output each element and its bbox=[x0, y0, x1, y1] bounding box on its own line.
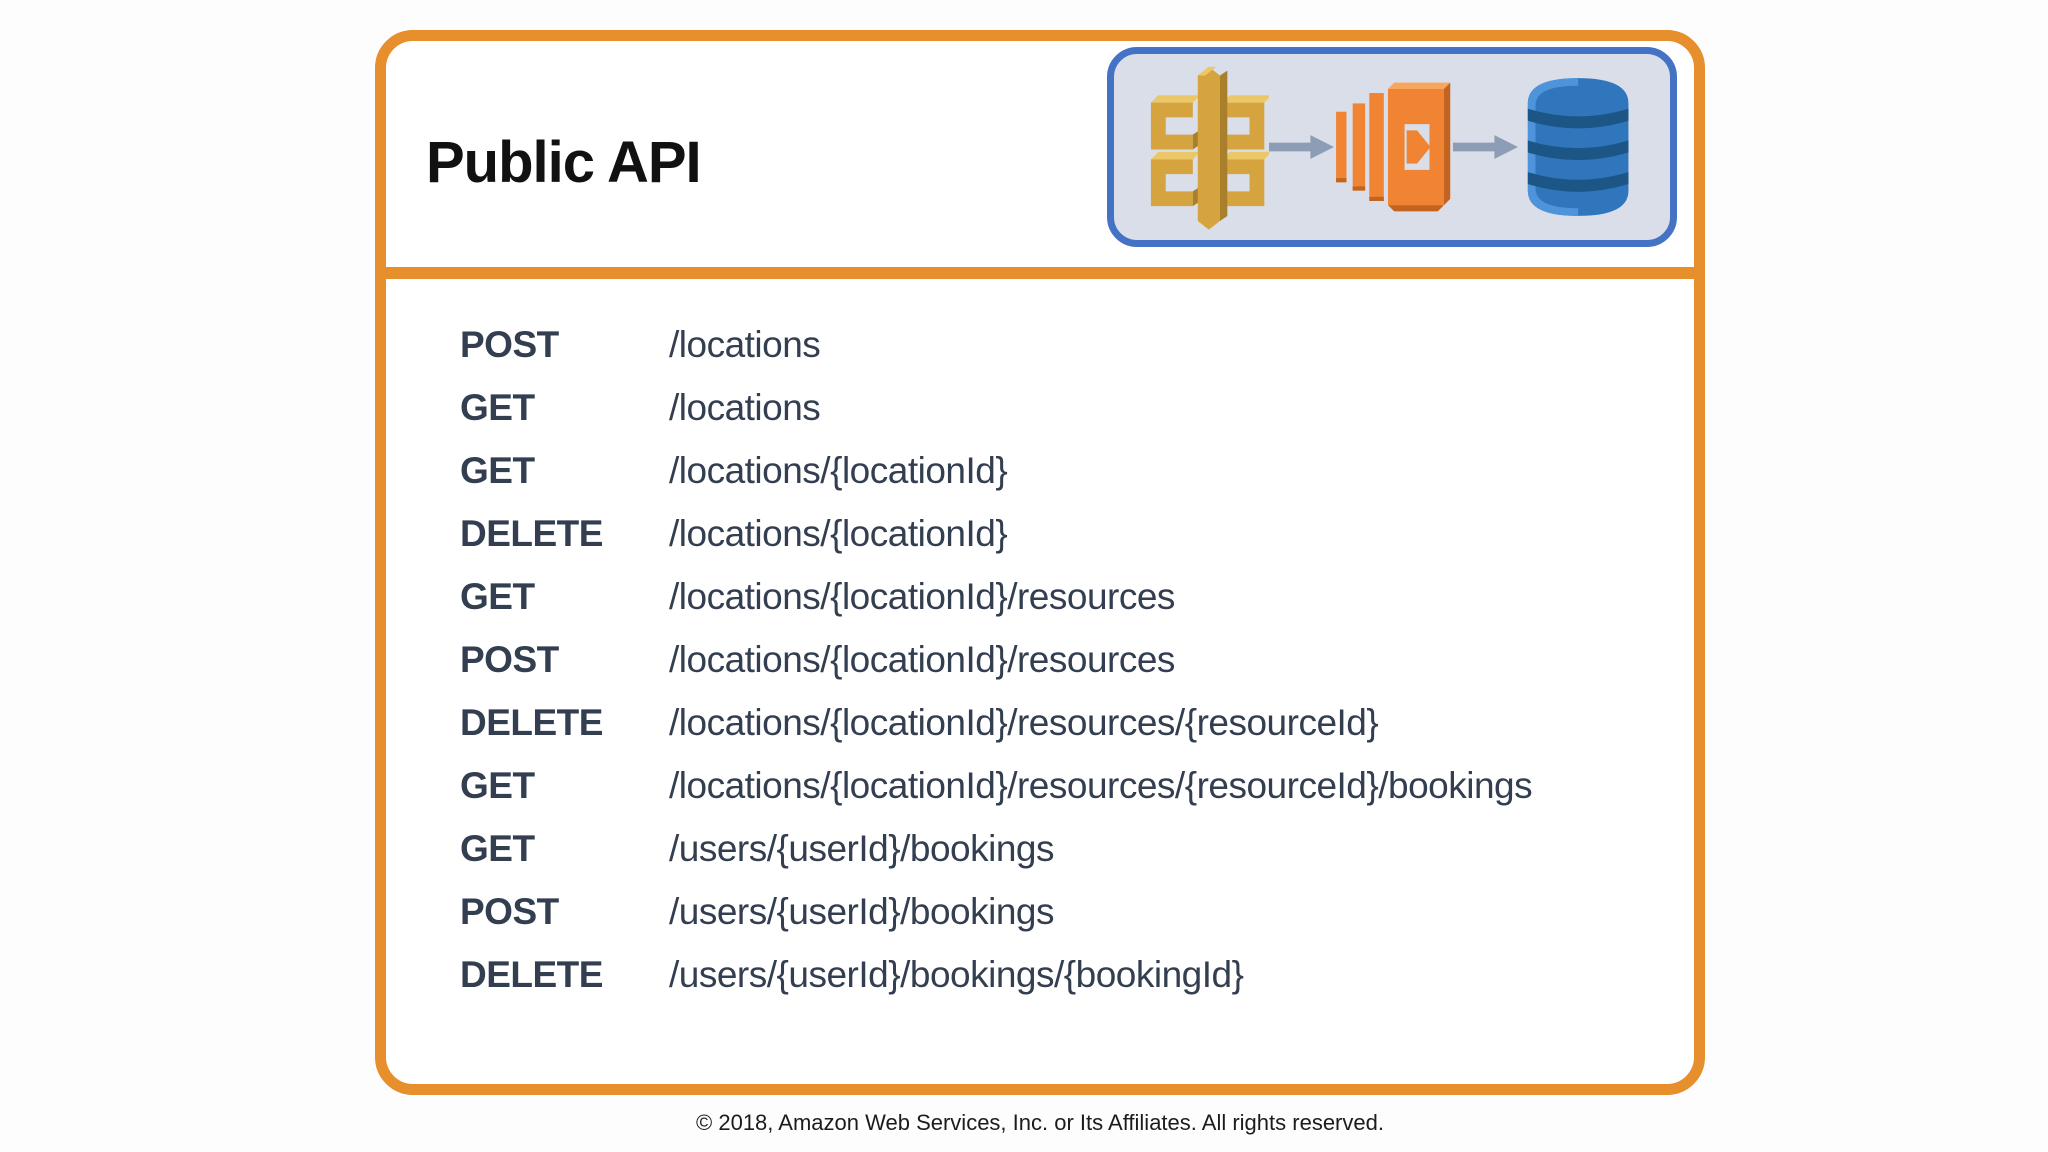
endpoint-row: DELETE /users/{userId}/bookings/{booking… bbox=[460, 943, 1694, 1006]
endpoint-path: /locations/{locationId}/resources/{resou… bbox=[669, 701, 1379, 743]
endpoint-row: GET /locations bbox=[460, 376, 1694, 439]
endpoint-row: POST /users/{userId}/bookings bbox=[460, 880, 1694, 943]
http-method: GET bbox=[460, 575, 535, 617]
architecture-diagram bbox=[1107, 47, 1677, 247]
endpoint-row: GET /locations/{locationId}/resources/{r… bbox=[460, 754, 1694, 817]
endpoint-row: POST /locations/{locationId}/resources bbox=[460, 628, 1694, 691]
endpoint-path: /locations/{locationId} bbox=[669, 512, 1008, 554]
endpoint-path: /locations bbox=[669, 323, 821, 365]
endpoint-path: /locations/{locationId}/resources/{resou… bbox=[669, 764, 1533, 806]
endpoint-path: /locations bbox=[669, 386, 821, 428]
lambda-icon bbox=[1336, 82, 1451, 212]
http-method: POST bbox=[460, 890, 559, 932]
http-method: DELETE bbox=[460, 953, 603, 995]
http-method: GET bbox=[460, 764, 535, 806]
endpoint-row: GET /locations/{locationId} bbox=[460, 439, 1694, 502]
endpoint-row: DELETE /locations/{locationId} bbox=[460, 502, 1694, 565]
endpoint-path: /users/{userId}/bookings/{bookingId} bbox=[669, 953, 1244, 995]
endpoint-row: GET /users/{userId}/bookings bbox=[460, 817, 1694, 880]
endpoint-path: /users/{userId}/bookings bbox=[669, 827, 1054, 869]
copyright-footer: © 2018, Amazon Web Services, Inc. or Its… bbox=[696, 1110, 1384, 1135]
endpoint-list: POST /locations GET /locations GET /loca… bbox=[386, 279, 1694, 1006]
endpoint-row: DELETE /locations/{locationId}/resources… bbox=[460, 691, 1694, 754]
http-method: DELETE bbox=[460, 512, 603, 554]
http-method: GET bbox=[460, 449, 535, 491]
api-gateway-icon bbox=[1150, 66, 1270, 230]
endpoint-row: POST /locations bbox=[460, 313, 1694, 376]
http-method: GET bbox=[460, 386, 535, 428]
http-method: POST bbox=[460, 638, 559, 680]
endpoint-path: /locations/{locationId}/resources bbox=[669, 575, 1175, 617]
endpoint-path: /locations/{locationId}/resources bbox=[669, 638, 1175, 680]
endpoint-path: /locations/{locationId} bbox=[669, 449, 1008, 491]
http-method: POST bbox=[460, 323, 559, 365]
endpoint-path: /users/{userId}/bookings bbox=[669, 890, 1054, 932]
http-method: GET bbox=[460, 827, 535, 869]
endpoint-row: GET /locations/{locationId}/resources bbox=[460, 565, 1694, 628]
page-title: Public API bbox=[426, 130, 702, 195]
dynamodb-icon bbox=[1527, 78, 1629, 216]
flow-arrow-icon bbox=[1452, 135, 1518, 159]
public-api-card: Public API bbox=[375, 30, 1705, 1095]
card-header: Public API bbox=[386, 41, 1694, 279]
flow-arrow-icon bbox=[1269, 135, 1335, 159]
http-method: DELETE bbox=[460, 701, 603, 743]
